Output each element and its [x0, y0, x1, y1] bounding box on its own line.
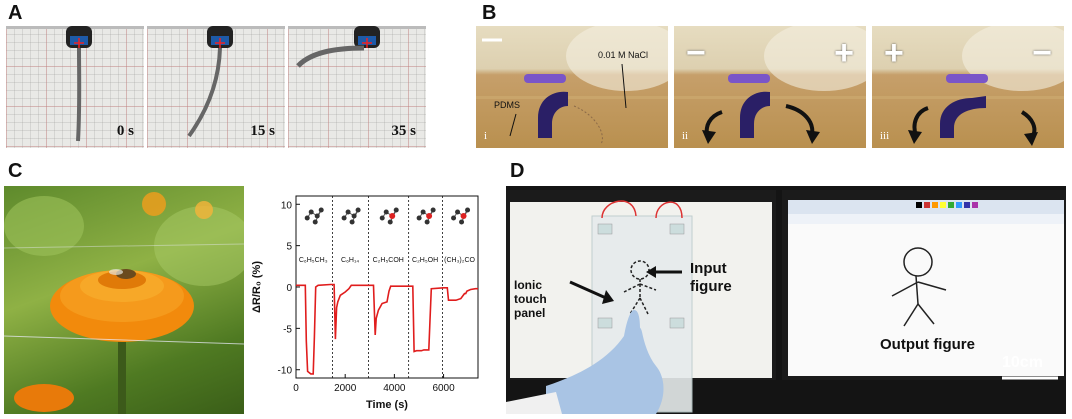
panel-d-letter: D — [510, 160, 525, 182]
frame-iii-roman: iii — [880, 130, 890, 142]
monitor-drawing — [506, 190, 1066, 414]
chart-xtick-label-3: 6000 — [432, 383, 455, 394]
frame-ii-roman: ii — [682, 130, 689, 142]
molecule-icon-4 — [451, 207, 471, 225]
frame-i-roman: i — [484, 130, 488, 142]
frame-iii-sign-right: − — [1032, 34, 1052, 72]
monitor-photo: Ionic touch panel Input figure Output fi… — [506, 186, 1066, 414]
molecule-icon-1 — [341, 207, 361, 225]
paint-palette — [916, 202, 978, 208]
chart-xtick-label-1: 2000 — [334, 383, 357, 394]
ionic-touch-panel-label: Ionic touch panel — [514, 278, 547, 320]
chart-ytick-label-2: 0 — [286, 283, 292, 294]
molecule-icon-0 — [304, 207, 324, 225]
frame-3-time: 35 s — [391, 123, 416, 139]
chart-ytick-label-1: -5 — [283, 324, 292, 335]
panel-c-letter: C — [8, 160, 23, 182]
frame-i-drawing — [476, 26, 668, 145]
output-figure-label: Output figure — [880, 336, 975, 353]
scale-bar-label: 10cm — [1002, 354, 1043, 371]
frame-1-drawing — [6, 26, 144, 142]
chart-xlabel: Time (s) — [366, 399, 408, 411]
frame-ii-drawing — [674, 26, 866, 144]
chart-plot-frame — [295, 195, 479, 379]
marigold-photo — [4, 186, 244, 414]
panel-a-frame-3: 35 s — [288, 26, 426, 148]
panel-b-frame-1: 0.01 M NaCl PDMS i — [476, 26, 668, 148]
molecule-icon-3 — [416, 207, 436, 225]
molecule-icon-2 — [379, 207, 399, 225]
chart-ytick-label-0: -10 — [278, 366, 293, 377]
frame-iii-drawing — [872, 26, 1064, 146]
frame-iii-sign-left: + — [884, 34, 904, 72]
panel-b-letter: B — [482, 2, 497, 24]
panel-a-letter: A — [8, 2, 23, 24]
frame-ii-sign-left: − — [686, 34, 706, 72]
chart-segment-label-0: C₆H₅CH₃ — [299, 257, 328, 264]
chart-ytick-label-4: 10 — [281, 200, 293, 211]
panel-a-frame-2: 15 s — [147, 26, 285, 148]
panel-b-frame-3: + − iii — [872, 26, 1064, 148]
frame-2-time: 15 s — [250, 123, 275, 139]
chart-segment-label-4: (CH₃)₂CO — [444, 257, 475, 264]
marigold-drawing — [4, 192, 244, 414]
chart-ytick-label-3: 5 — [286, 242, 292, 253]
frame-ii-sign-right: + — [834, 34, 854, 72]
frame-3-drawing — [288, 26, 426, 68]
frame-2-drawing — [147, 26, 285, 138]
resistance-chart: C₆H₅CH₃ C₆H₁₄ C₂H₅COH C₂H₅OH (CH₃)₂CO -10 -5 0 5… — [251, 195, 479, 411]
panel-b-frame-2: − + ii — [674, 26, 866, 148]
chart-xtick-label-2: 4000 — [383, 383, 406, 394]
chart-series-line-0 — [296, 283, 478, 375]
chart-segment-label-3: C₂H₅OH — [412, 257, 438, 264]
chart-xtick-label-0: 0 — [293, 383, 299, 394]
pdms-label: PDMS — [494, 100, 521, 110]
input-figure-label: Input figure — [690, 260, 732, 295]
chart-segment-label-2: C₂H₅COH — [373, 257, 404, 264]
panel-a-frame-1: 0 s — [6, 26, 144, 148]
frame-1-time: 0 s — [116, 123, 134, 139]
chart-segment-label-1: C₆H₁₄ — [341, 257, 359, 264]
nacl-label: 0.01 M NaCl — [598, 50, 649, 60]
chart-ylabel: ΔR/R₀ (%) — [251, 261, 263, 313]
